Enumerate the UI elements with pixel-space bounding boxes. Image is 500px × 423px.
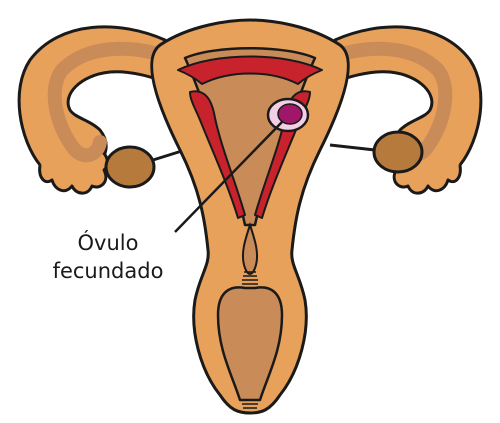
fertilized-egg-inner	[278, 104, 302, 124]
left-ovary	[106, 147, 154, 187]
right-ovarian-ligament	[330, 145, 375, 150]
right-ovary	[374, 132, 422, 172]
label-ovulo: Óvulo	[78, 230, 139, 255]
label-fecundado: fecundado	[53, 259, 164, 283]
